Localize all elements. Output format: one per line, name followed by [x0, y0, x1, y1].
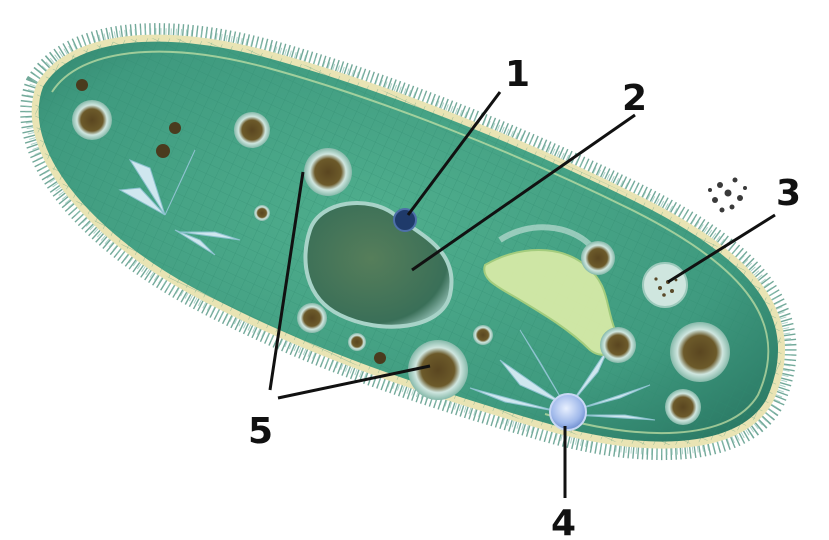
- contractile-vacuole: [550, 394, 586, 430]
- label-3: 3: [776, 173, 801, 214]
- label-1: 1: [505, 54, 530, 95]
- label-4: 4: [551, 503, 576, 540]
- micronucleus: [394, 209, 416, 231]
- label-5: 5: [248, 411, 273, 452]
- label-2: 2: [622, 78, 647, 119]
- food-particles: [708, 178, 747, 213]
- forming-vacuole: [643, 263, 687, 307]
